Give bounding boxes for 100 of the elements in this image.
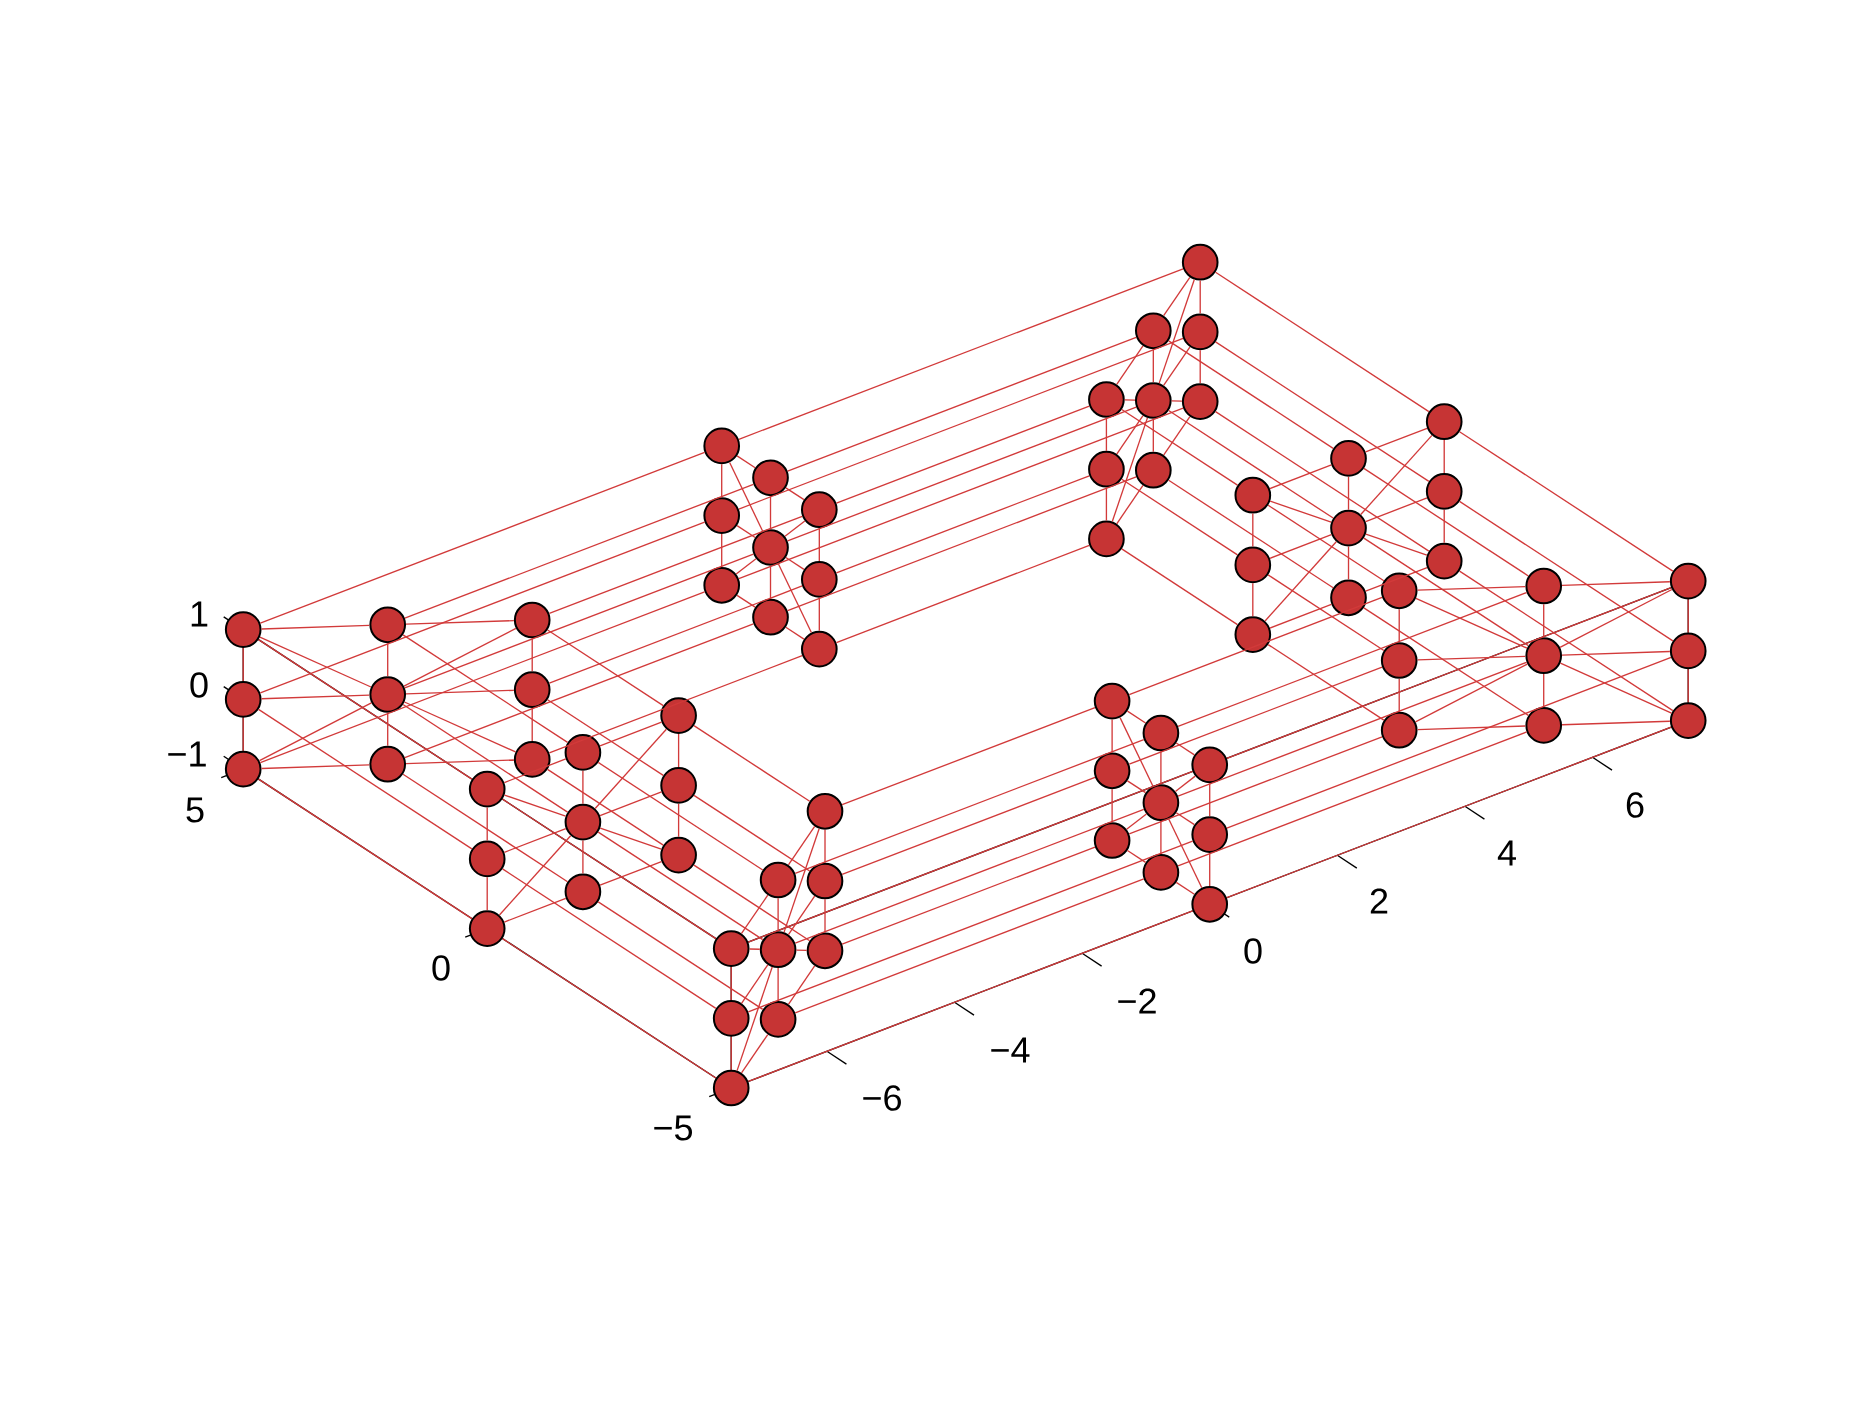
graph-vertex	[1669, 632, 1707, 670]
graph-edge	[1174, 775, 1196, 793]
graph-edge	[403, 701, 517, 753]
graph-edge	[404, 483, 755, 619]
graph-edge	[1269, 500, 1332, 523]
graph-edge	[546, 629, 664, 707]
graph-edge	[740, 894, 769, 935]
graph-edge	[1363, 607, 1530, 717]
graph-edge	[1116, 484, 1144, 525]
tick-label: 6	[1626, 792, 1644, 818]
graph-edge	[818, 527, 820, 562]
graph-edge	[1119, 716, 1154, 787]
graph-edge	[548, 655, 803, 754]
graph-vertex	[1142, 714, 1180, 752]
graph-vertex	[564, 803, 602, 841]
graph-edge	[747, 840, 1194, 1013]
graph-edge	[1125, 813, 1148, 830]
graph-edge	[387, 642, 389, 677]
graph-edge	[1360, 434, 1433, 516]
graph-edge	[1363, 467, 1530, 577]
graph-edge	[599, 791, 663, 817]
graph-edge	[503, 794, 567, 817]
graph-edge	[794, 738, 1145, 875]
graph-edge	[1116, 414, 1144, 455]
graph-edge	[531, 637, 533, 673]
graph-vertex	[712, 1000, 750, 1037]
graph-edge	[1128, 736, 1383, 835]
tick-label: 4	[1497, 840, 1516, 866]
graph-edge	[1152, 418, 1154, 453]
graph-edge	[1160, 820, 1162, 855]
graph-vertex	[660, 767, 697, 804]
graph-edge	[403, 627, 517, 687]
graph-vertex	[1425, 473, 1463, 510]
graph-edge	[693, 724, 811, 802]
graph-edge	[405, 689, 515, 695]
graph-edge	[1121, 548, 1239, 626]
graph-edge	[748, 948, 761, 950]
graph-edge	[402, 634, 569, 744]
graph-edge	[531, 707, 533, 742]
graph-edge	[794, 808, 1145, 944]
graph-edge	[730, 1036, 732, 1071]
graph-edge	[794, 878, 1145, 1014]
graph-edge	[1128, 666, 1383, 765]
graph-vertex	[1525, 637, 1563, 675]
graph-edge	[1163, 276, 1191, 317]
graph-vertex	[752, 529, 789, 566]
graph-edge	[503, 897, 567, 923]
graph-vertex	[801, 491, 838, 529]
graph-vertex	[1142, 784, 1180, 822]
graph-edge	[1364, 567, 1428, 592]
graph-vertex	[1669, 562, 1707, 600]
graph-edge	[1168, 479, 1334, 589]
graph-vertex	[660, 697, 697, 734]
graph-edge	[740, 964, 769, 1004]
graph-vertex	[1088, 381, 1125, 418]
graph-edge	[785, 487, 805, 501]
graph-edge	[747, 770, 1194, 943]
graph-vertex	[564, 734, 602, 771]
graph-edge	[1111, 417, 1149, 523]
graph-edge	[841, 707, 1096, 806]
graph-edge	[785, 626, 805, 640]
graph-edge	[1121, 408, 1239, 486]
graph-edge	[501, 937, 717, 1079]
graph-edge	[582, 839, 584, 875]
graph-edge	[599, 861, 663, 886]
graph-edge	[546, 699, 664, 777]
graph-vertex	[806, 932, 844, 970]
tick-label: −2	[1118, 988, 1156, 1014]
graph-edge	[1124, 399, 1136, 401]
graph-edge	[1128, 596, 1383, 696]
graph-vertex	[1380, 711, 1418, 749]
graph-vertex	[1135, 382, 1172, 419]
graph-edge	[404, 553, 755, 689]
graph-edge	[1163, 416, 1191, 456]
graph-edge	[736, 966, 773, 1072]
graph-edge	[1175, 881, 1196, 895]
graph-vertex	[1380, 572, 1418, 610]
graph-edge	[818, 597, 820, 632]
graph-vertex	[1525, 567, 1563, 605]
graph-vertex	[806, 862, 844, 900]
graph-edge	[1158, 278, 1195, 384]
graph-vertex	[1330, 440, 1367, 477]
graph-vertex	[1191, 746, 1229, 784]
graph-edge	[1214, 341, 1430, 483]
graph-edge	[738, 407, 1184, 580]
graph-vertex	[1380, 642, 1418, 679]
graph-edge	[1269, 603, 1333, 629]
graph-vertex	[468, 770, 506, 808]
graph-vertex	[1425, 542, 1463, 580]
graph-edge	[1561, 650, 1671, 656]
graph-vertex	[1234, 476, 1272, 514]
graph-edge	[777, 563, 813, 634]
graph-vertex	[1425, 403, 1463, 441]
graph-edge	[405, 759, 515, 765]
graph-edge	[260, 694, 371, 700]
graph-edge	[1687, 598, 1689, 634]
graph-vertex	[703, 497, 741, 534]
graph-edge	[787, 825, 816, 866]
graph-vertex	[712, 1069, 750, 1107]
graph-vertex	[468, 840, 506, 878]
